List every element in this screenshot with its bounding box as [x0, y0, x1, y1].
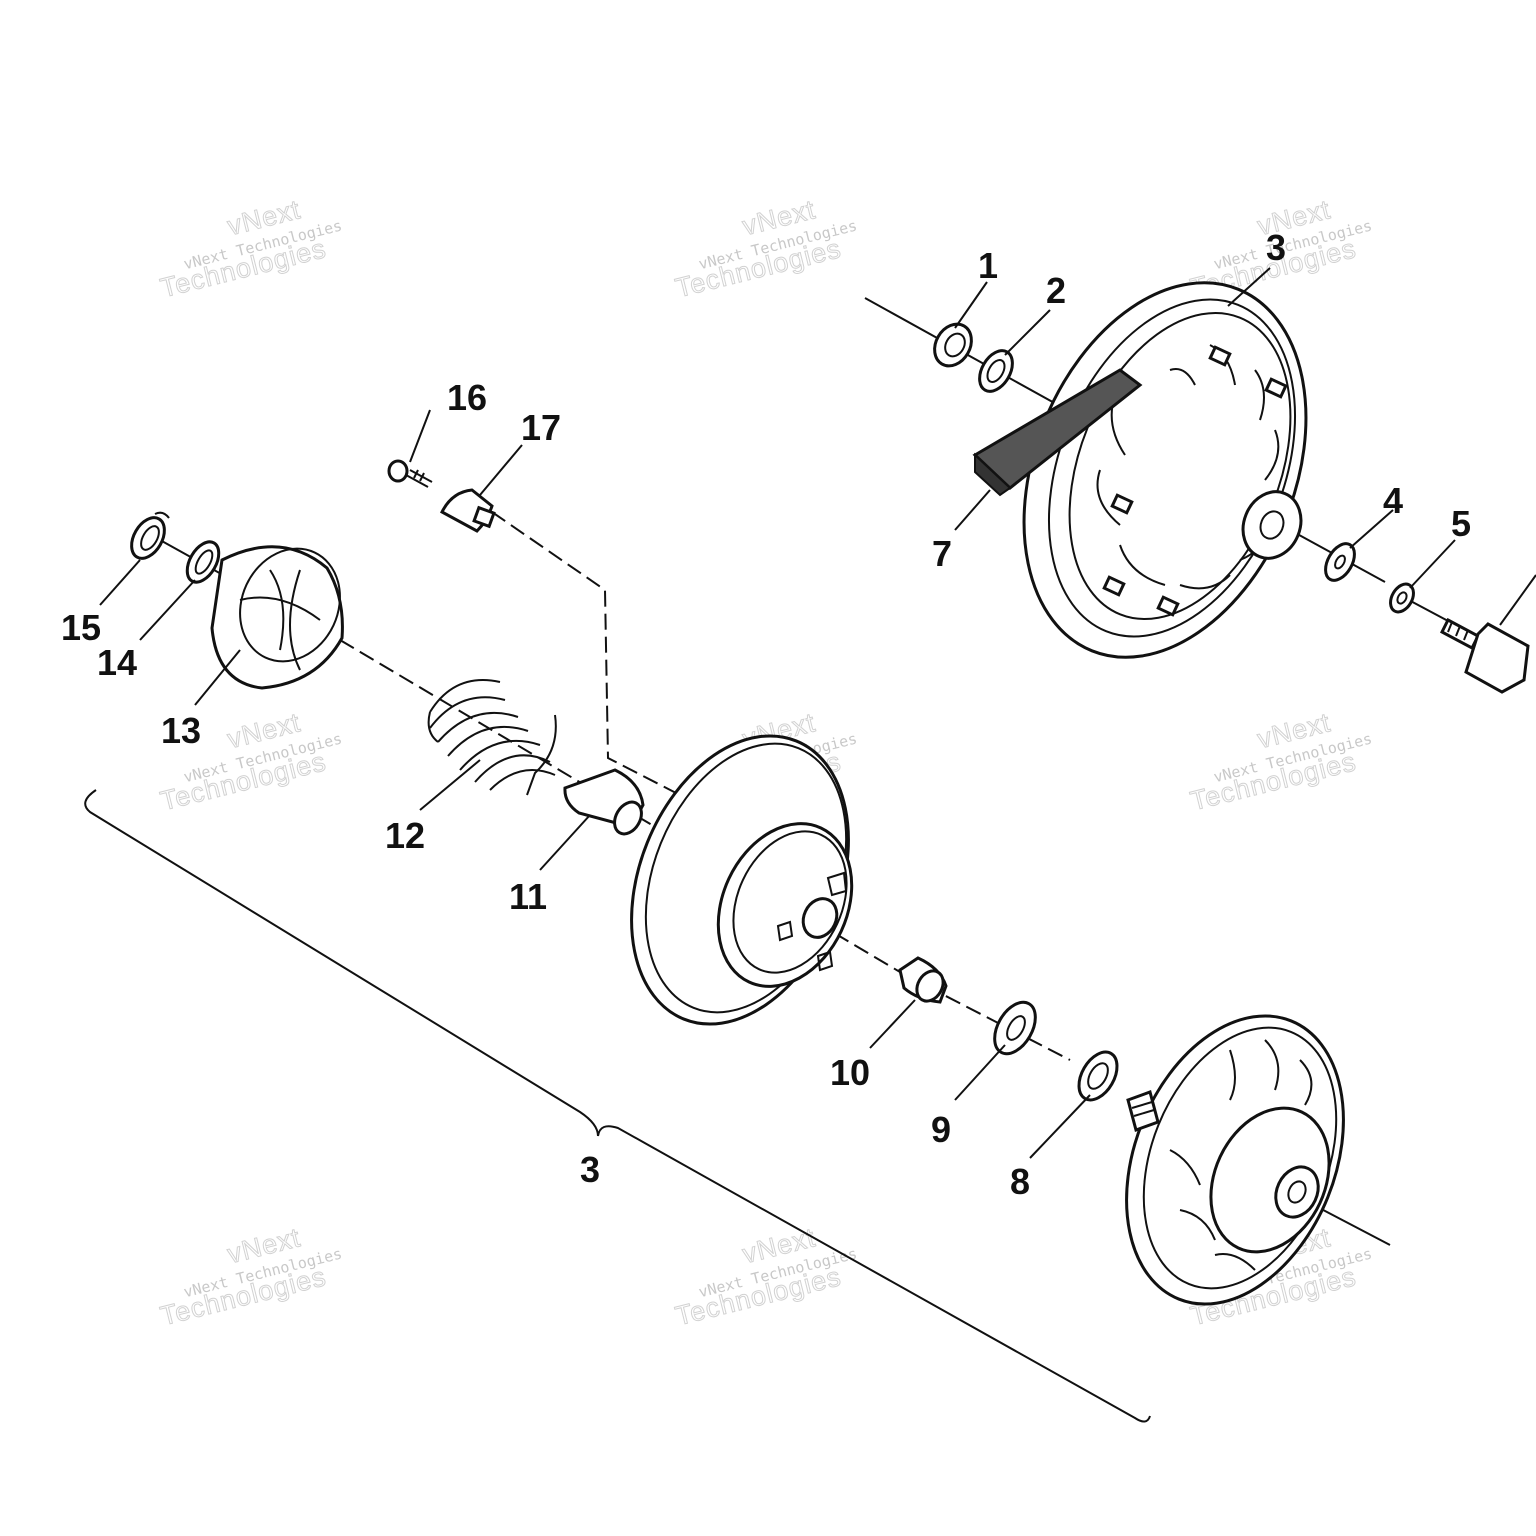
part-12-spring	[427, 679, 557, 796]
part-4-washer	[1324, 542, 1356, 582]
callout-4: 4	[1383, 480, 1403, 521]
watermark-tile: vNext vNext Technologies Technologies	[672, 1222, 859, 1332]
callout-8: 8	[1010, 1161, 1030, 1202]
leader-lines	[99, 267, 1536, 1159]
pin-axis-dashed	[491, 511, 681, 796]
part-9-washer	[993, 1000, 1037, 1056]
driven-stationary-sheave	[1125, 1014, 1345, 1306]
part-1-bushing	[933, 322, 973, 368]
callout-7: 7	[932, 533, 952, 574]
part-10-bushing	[898, 956, 948, 1004]
part-13-helix-cam	[210, 545, 344, 690]
callout-14: 14	[97, 642, 137, 683]
callout-12: 12	[385, 815, 425, 856]
callout-3-assembly: 3	[580, 1149, 600, 1190]
watermark-tile: vNext vNext Technologies Technologies	[157, 1222, 344, 1332]
callout-10: 10	[830, 1052, 870, 1093]
part-15-snap-ring	[130, 511, 170, 560]
callout-3-upper: 3	[1266, 227, 1286, 268]
watermark-tile: vNext vNext Technologies Technologies	[1187, 707, 1374, 817]
part-6-bolt	[1440, 617, 1530, 694]
part-3-driven-sheave	[630, 734, 854, 1026]
part-16-screw	[387, 459, 433, 488]
callout-16: 16	[447, 377, 487, 418]
part-14-washer	[185, 540, 221, 584]
watermark-tile: vNext vNext Technologies Technologies	[672, 194, 859, 304]
part-5-lock-washer	[1389, 582, 1415, 614]
part-7-drive-belt	[972, 368, 1143, 497]
callouts: 1 2 3 4 5 7 8 9 10 11 12 13 14 15 16 17 …	[61, 227, 1471, 1202]
callout-9: 9	[931, 1109, 951, 1150]
part-2-washer	[978, 349, 1014, 393]
callout-15: 15	[61, 607, 101, 648]
part-8-washer	[1077, 1050, 1119, 1102]
part-11-sleeve	[563, 768, 645, 836]
callout-1: 1	[978, 245, 998, 286]
part-17-ramp-button	[440, 488, 496, 533]
callout-17: 17	[521, 407, 561, 448]
assembly-brace	[84, 789, 1151, 1423]
callout-2: 2	[1046, 270, 1066, 311]
callout-13: 13	[161, 710, 201, 751]
callout-5: 5	[1451, 503, 1471, 544]
callout-11: 11	[509, 876, 547, 917]
watermark-tile: vNext vNext Technologies Technologies	[157, 194, 344, 304]
